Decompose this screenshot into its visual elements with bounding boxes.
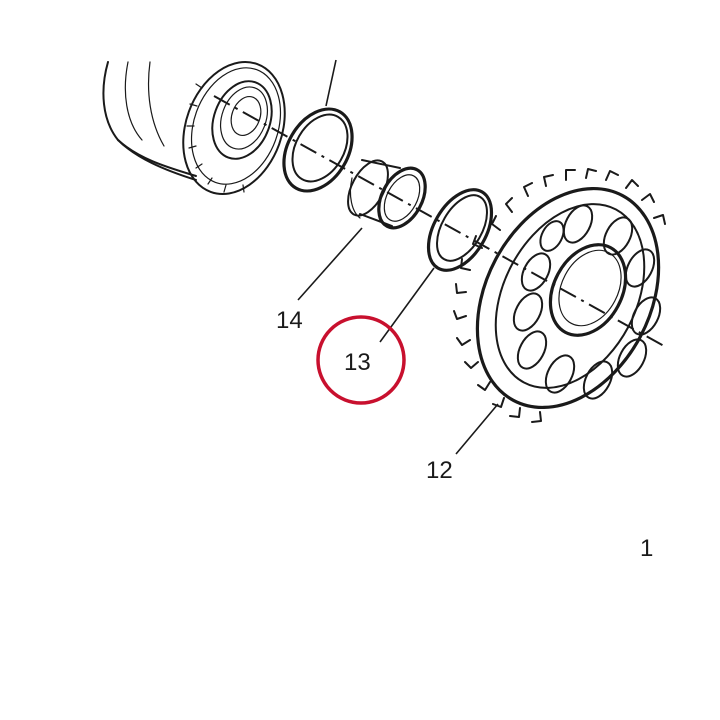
callout-12: 12 <box>426 457 453 484</box>
assembly-axis <box>213 95 665 347</box>
wheel-hub <box>102 61 286 195</box>
sprocket-12 <box>453 168 666 423</box>
ring-13 <box>426 188 494 272</box>
leader-line-14 <box>297 227 363 301</box>
highlight-circle <box>316 315 406 405</box>
seal-ring <box>282 107 354 193</box>
leader-line-top <box>325 59 337 107</box>
leader-line-12 <box>455 403 499 455</box>
spacer-bushing-14 <box>347 159 427 230</box>
callout-13: 13 <box>344 349 371 376</box>
leader-line-13 <box>379 267 435 343</box>
callout-14: 14 <box>276 307 303 334</box>
callout-11-partial: 1 <box>640 535 653 562</box>
